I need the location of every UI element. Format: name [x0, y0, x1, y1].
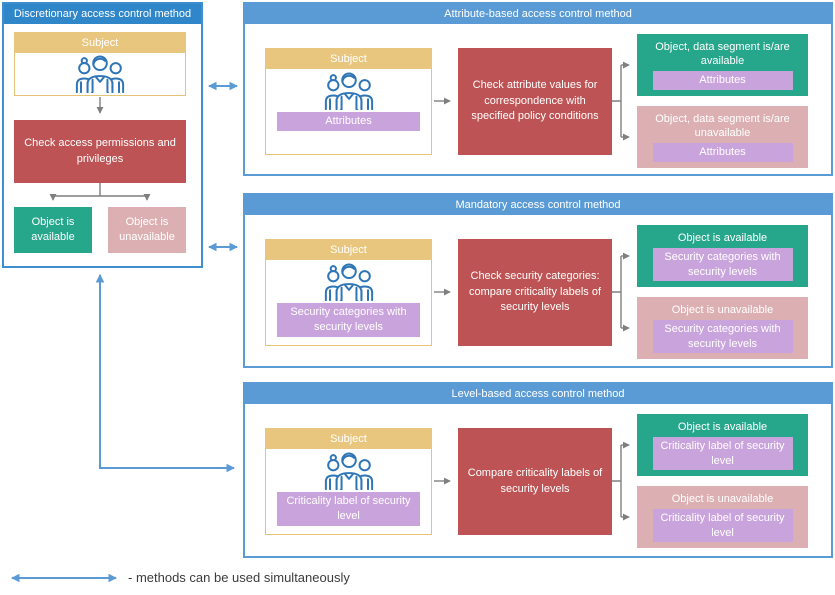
process-box: Check security categories: compare criti… [458, 239, 612, 346]
panel-attribute-title: Attribute-based access control method [245, 4, 831, 24]
result-available-title: Object, data segment is/are available [655, 40, 790, 68]
result-available-box: Object is available Security categories … [637, 225, 808, 287]
subject-attributes-tag: Security categories with security levels [277, 303, 420, 337]
people-icon [322, 452, 376, 490]
subject-label: Subject [265, 428, 432, 449]
legend-label: - methods can be used simultaneously [128, 570, 350, 585]
subject-body: Security categories with security levels [265, 260, 432, 346]
result-available-tag: Attributes [652, 71, 793, 91]
panel-attribute-based: Attribute-based access control method Su… [243, 2, 833, 176]
subject-label: Subject [265, 48, 432, 69]
subject-body: Attributes [265, 69, 432, 155]
subject-box: Subject Criticality label of security le… [265, 428, 432, 535]
result-available-box: Object is available [14, 207, 92, 253]
subject-label: Subject [14, 32, 186, 53]
result-unavailable-title: Object is unavailable [671, 303, 774, 316]
bidirectional-arrow-discretionary-level [95, 273, 236, 473]
people-icon [322, 72, 376, 110]
process-box: Compare criticality labels of security l… [458, 428, 612, 535]
result-available-tag: Security categories with security levels [652, 247, 793, 282]
people-icon [73, 55, 127, 93]
panel-mandatory-title: Mandatory access control method [245, 195, 831, 215]
panel-level-based: Level-based access control method Subjec… [243, 382, 833, 558]
subject-attributes-tag: Attributes [277, 112, 420, 131]
subject-box: Subject Security categories with securit… [265, 239, 432, 346]
panel-mandatory: Mandatory access control method Subject … [243, 193, 833, 368]
subject-box: Subject [14, 32, 186, 96]
panel-level-title: Level-based access control method [245, 384, 831, 404]
result-unavailable-tag: Attributes [652, 143, 793, 163]
process-box: Check access permissions and privileges [14, 120, 186, 183]
result-unavailable-box: Object is unavailable [108, 207, 186, 253]
result-available-title: Object is available [677, 231, 768, 244]
subject-label: Subject [265, 239, 432, 260]
result-unavailable-tag: Criticality label of security level [652, 508, 793, 543]
result-unavailable-tag: Security categories with security levels [652, 319, 793, 354]
subject-body [14, 53, 186, 96]
result-unavailable-box: Object, data segment is/are unavailable … [637, 106, 808, 168]
panel-discretionary-title: Discretionary access control method [4, 4, 201, 24]
result-available-box: Object, data segment is/are available At… [637, 34, 808, 96]
subject-box: Subject Attributes [265, 48, 432, 155]
result-unavailable-box: Object is unavailable Criticality label … [637, 486, 808, 548]
process-box: Check attribute values for correspondenc… [458, 48, 612, 155]
people-icon [322, 263, 376, 301]
subject-body: Criticality label of security level [265, 449, 432, 535]
result-available-title: Object is available [677, 420, 768, 433]
result-available-tag: Criticality label of security level [652, 436, 793, 471]
subject-attributes-tag: Criticality label of security level [277, 492, 420, 526]
result-available-box: Object is available Criticality label of… [637, 414, 808, 476]
panel-discretionary: Discretionary access control method Subj… [2, 2, 203, 268]
result-unavailable-box: Object is unavailable Security categorie… [637, 297, 808, 359]
result-unavailable-title: Object is unavailable [671, 492, 774, 505]
result-unavailable-title: Object, data segment is/are unavailable [655, 112, 790, 140]
